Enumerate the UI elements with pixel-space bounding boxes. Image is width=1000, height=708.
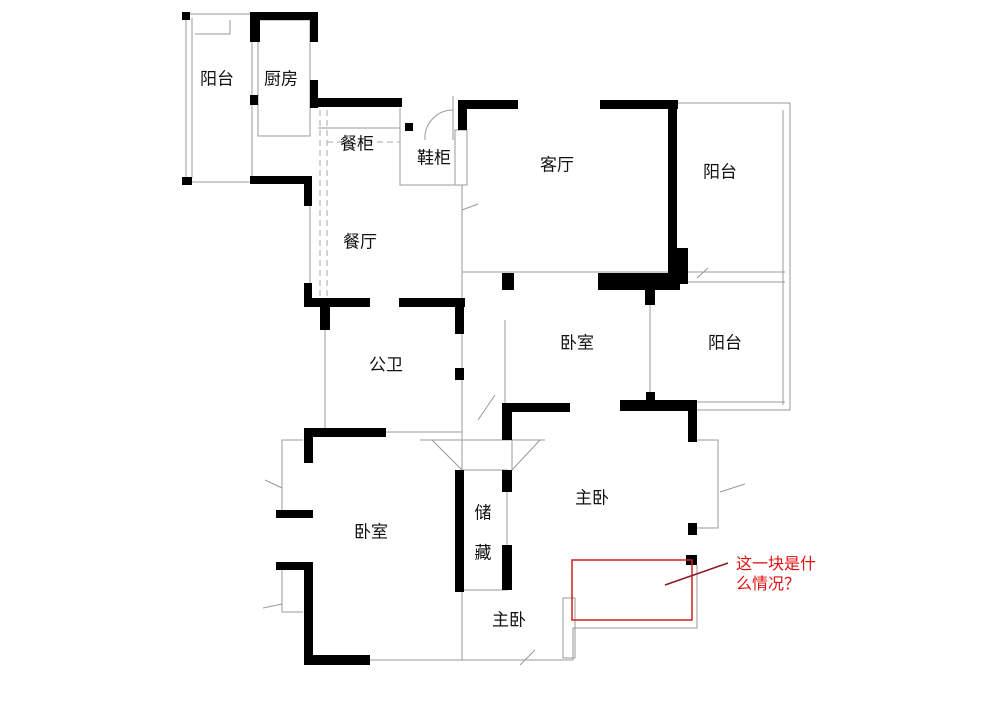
annotation-line-2: 么情况？ — [736, 574, 801, 593]
annotation-line-1: 这一块是什 — [736, 554, 817, 573]
room-label-balcony: 阳台 — [200, 69, 234, 90]
room-label-storage: 储 — [474, 503, 492, 524]
dashed-lines — [319, 110, 400, 297]
room-label-dining-room: 餐厅 — [343, 232, 377, 253]
room-label-master-bedroom: 主卧 — [492, 610, 526, 631]
room-label-living-room: 客厅 — [540, 155, 574, 176]
room-label-master-bedroom: 主卧 — [575, 488, 609, 509]
room-label-kitchen: 厨房 — [264, 69, 298, 90]
annotation-highlight — [571, 559, 729, 621]
walls — [182, 12, 697, 665]
room-label-balcony: 阳台 — [703, 162, 737, 183]
room-label-bedroom: 卧室 — [560, 333, 594, 354]
room-label-bedroom: 卧室 — [354, 522, 388, 543]
room-label-balcony: 阳台 — [708, 333, 742, 354]
room-label-bathroom: 公卫 — [369, 355, 403, 376]
room-label-shoe-cabinet: 鞋柜 — [417, 148, 451, 169]
room-label-storage: 藏 — [474, 543, 492, 564]
room-label-sideboard: 餐柜 — [340, 134, 374, 155]
annotation-note: 这一块是什 么情况？ — [736, 554, 816, 594]
